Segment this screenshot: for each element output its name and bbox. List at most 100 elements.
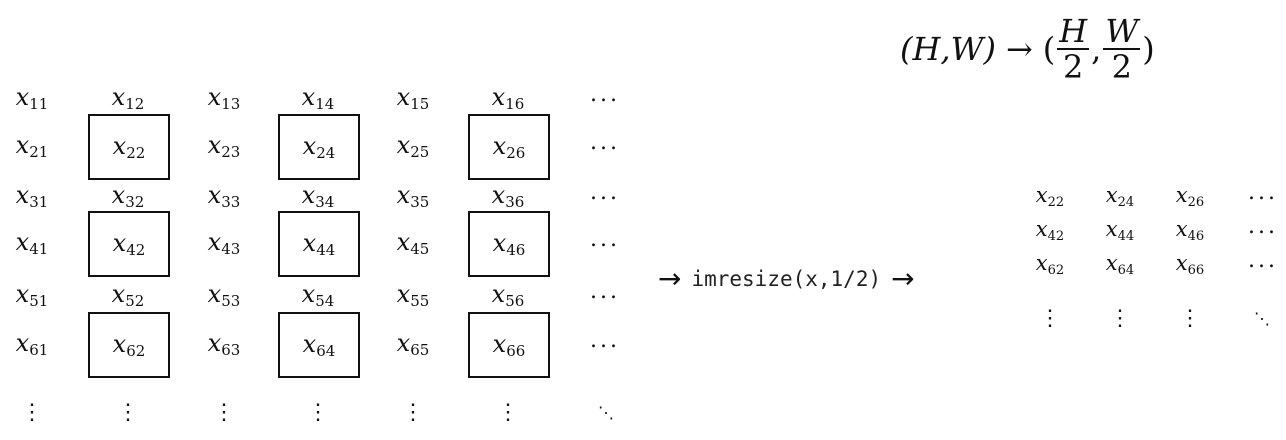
- matrix-entry: x15: [396, 83, 430, 113]
- column-continuation: ⋮: [307, 399, 329, 425]
- column-continuation: ⋮: [213, 399, 235, 425]
- matrix-entry: x66: [1175, 250, 1205, 278]
- left-arrow: →: [658, 262, 682, 295]
- matrix-cell: x51: [0, 275, 72, 315]
- fraction-width-denominator: 2: [1111, 48, 1132, 86]
- output-cell: x44: [1080, 210, 1160, 250]
- output-diagonal-continuation: ⋱: [1254, 308, 1270, 328]
- matrix-cell: x35: [373, 176, 453, 216]
- matrix-entry: x26: [492, 132, 526, 162]
- matrix-entry: x14: [301, 83, 335, 113]
- output-cell: x64: [1080, 244, 1160, 284]
- matrix-entry: x61: [15, 329, 49, 359]
- selected-entry: x24: [278, 114, 360, 180]
- matrix-entry: x52: [111, 280, 145, 310]
- row-continuation: ...: [590, 129, 620, 155]
- fraction-height-numerator: H: [1057, 12, 1090, 50]
- diagonal-continuation: ⋱: [598, 402, 614, 422]
- matrix-entry: x36: [491, 181, 525, 211]
- matrix-cell: x25: [373, 126, 453, 166]
- matrix-entry: x21: [15, 131, 49, 161]
- right-arrow: →: [891, 262, 915, 295]
- matrix-entry: x63: [207, 329, 241, 359]
- selected-entry: x46: [468, 211, 550, 277]
- matrix-entry: x66: [492, 330, 526, 360]
- selected-entry: x22: [88, 114, 170, 180]
- matrix-cell: x12: [88, 78, 168, 118]
- matrix-entry: x31: [15, 181, 49, 211]
- matrix-cell: x54: [278, 275, 358, 315]
- column-continuation: ⋮: [497, 399, 519, 425]
- fraction-width-numerator: W: [1103, 12, 1141, 50]
- matrix-cell: x21: [0, 126, 72, 166]
- output-cell: x24: [1080, 176, 1160, 216]
- matrix-entry: x51: [15, 280, 49, 310]
- matrix-cell: x53: [184, 275, 264, 315]
- output-column-continuation: ⋮: [1109, 305, 1131, 331]
- row-continuation: ...: [590, 278, 620, 304]
- matrix-entry: x41: [15, 228, 49, 258]
- output-cell: x26: [1150, 176, 1230, 216]
- matrix-entry: x33: [207, 181, 241, 211]
- formula-open-paren: (: [1042, 30, 1056, 68]
- output-column-continuation: ⋮: [1179, 305, 1201, 331]
- matrix-entry: x42: [112, 229, 146, 259]
- matrix-entry: x43: [207, 228, 241, 258]
- matrix-entry: x32: [111, 181, 145, 211]
- matrix-entry: x65: [396, 329, 430, 359]
- fraction-height: H 2: [1057, 12, 1090, 84]
- formula-close-paren: ): [1142, 30, 1155, 68]
- matrix-entry: x44: [302, 229, 336, 259]
- row-continuation: ...: [590, 226, 620, 252]
- matrix-entry: x25: [396, 131, 430, 161]
- matrix-entry: x64: [302, 330, 336, 360]
- output-cell: x46: [1150, 210, 1230, 250]
- matrix-cell: x31: [0, 176, 72, 216]
- matrix-cell: x14: [278, 78, 358, 118]
- matrix-cell: x36: [468, 176, 548, 216]
- matrix-cell: x34: [278, 176, 358, 216]
- output-cell: x62: [1010, 244, 1090, 284]
- output-row-continuation: ...: [1248, 213, 1278, 239]
- column-continuation: ⋮: [21, 399, 43, 425]
- output-cell: x66: [1150, 244, 1230, 284]
- matrix-cell: x15: [373, 78, 453, 118]
- matrix-entry: x26: [1175, 182, 1205, 210]
- matrix-entry: x44: [1105, 216, 1135, 244]
- matrix-cell: x55: [373, 275, 453, 315]
- matrix-entry: x11: [15, 83, 49, 113]
- matrix-cell: x32: [88, 176, 168, 216]
- matrix-entry: x22: [1035, 182, 1065, 210]
- matrix-cell: x43: [184, 223, 264, 263]
- selected-entry: x62: [88, 312, 170, 378]
- matrix-entry: x13: [207, 83, 241, 113]
- resize-operation: → imresize(x,1/2) →: [658, 262, 915, 295]
- column-continuation: ⋮: [402, 399, 424, 425]
- matrix-entry: x16: [491, 83, 525, 113]
- matrix-entry: x62: [1035, 250, 1065, 278]
- selected-entry: x26: [468, 114, 550, 180]
- matrix-cell: x41: [0, 223, 72, 263]
- matrix-cell: x33: [184, 176, 264, 216]
- matrix-entry: x56: [491, 280, 525, 310]
- matrix-entry: x34: [301, 181, 335, 211]
- matrix-cell: x52: [88, 275, 168, 315]
- output-cell: x22: [1010, 176, 1090, 216]
- matrix-cell: x11: [0, 78, 72, 118]
- row-continuation: ...: [590, 81, 620, 107]
- row-continuation: ...: [590, 327, 620, 353]
- matrix-cell: x16: [468, 78, 548, 118]
- matrix-cell: x63: [184, 324, 264, 364]
- matrix-entry: x46: [1175, 216, 1205, 244]
- matrix-cell: x65: [373, 324, 453, 364]
- output-row-continuation: ...: [1248, 247, 1278, 273]
- imresize-call: imresize(x,1/2): [691, 266, 882, 291]
- selected-entry: x44: [278, 211, 360, 277]
- output-row-continuation: ...: [1248, 179, 1278, 205]
- formula-lhs: (H,W): [900, 30, 996, 68]
- formula-arrow: →: [1005, 30, 1033, 68]
- formula-comma: ,: [1091, 30, 1102, 68]
- matrix-entry: x54: [301, 280, 335, 310]
- matrix-entry: x53: [207, 280, 241, 310]
- matrix-cell: x61: [0, 324, 72, 364]
